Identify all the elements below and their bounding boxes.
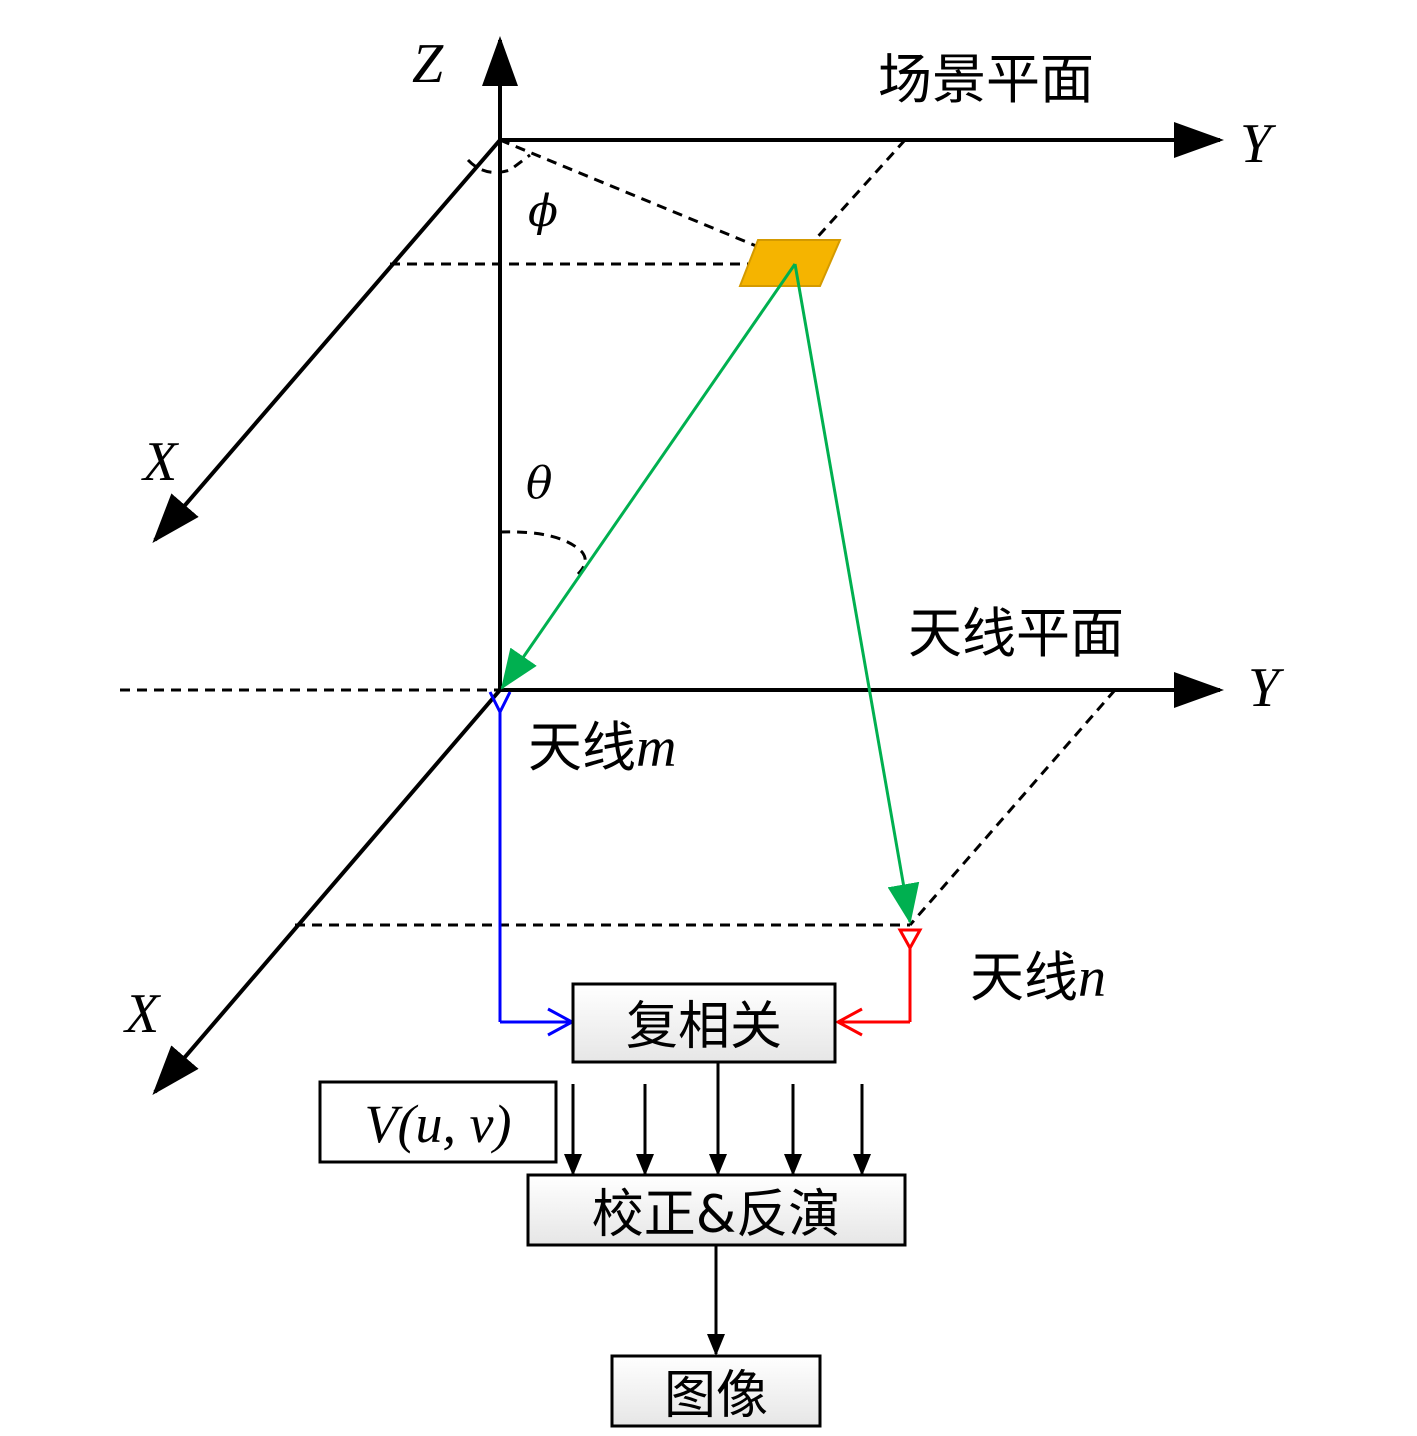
path-to-antenna-n: [793, 263, 920, 924]
correlation-label: 复相关: [626, 997, 782, 1057]
x-axis-bottom-label: X: [123, 983, 162, 1045]
visibility-box: [318, 1080, 558, 1164]
theta-label: θ: [526, 458, 553, 509]
image-label: 图像: [664, 1366, 768, 1426]
path-to-antenna-m: [500, 263, 797, 690]
visibility-arrows: [564, 1062, 871, 1176]
x-axis-top: [152, 138, 502, 544]
x-axis-top-label: X: [141, 431, 180, 493]
y-axis-top-label: Y: [1240, 113, 1277, 175]
calibration-box: [526, 1173, 907, 1247]
correlation-box: [571, 982, 837, 1064]
antenna-n: [834, 928, 923, 1037]
visibility-label: V(u, v): [365, 1094, 512, 1154]
scene-patch: [738, 239, 842, 287]
antenna-plane-label: 天线平面: [908, 602, 1124, 665]
z-axis-label: Z: [412, 33, 444, 95]
calibration-label: 校正&反演: [592, 1185, 841, 1245]
antenna-m: [488, 691, 576, 1037]
scene-plane-label: 场景平面: [878, 48, 1094, 111]
phi-label: ϕ: [528, 186, 558, 237]
y-axis-bottom-label: Y: [1248, 657, 1285, 719]
x-axis-bottom: [152, 688, 502, 1096]
antenna-n-label: 天线n: [970, 946, 1106, 1009]
antenna-m-label: 天线m: [528, 716, 676, 779]
image-box: [610, 1354, 822, 1428]
dashed-guides: [120, 138, 1117, 927]
